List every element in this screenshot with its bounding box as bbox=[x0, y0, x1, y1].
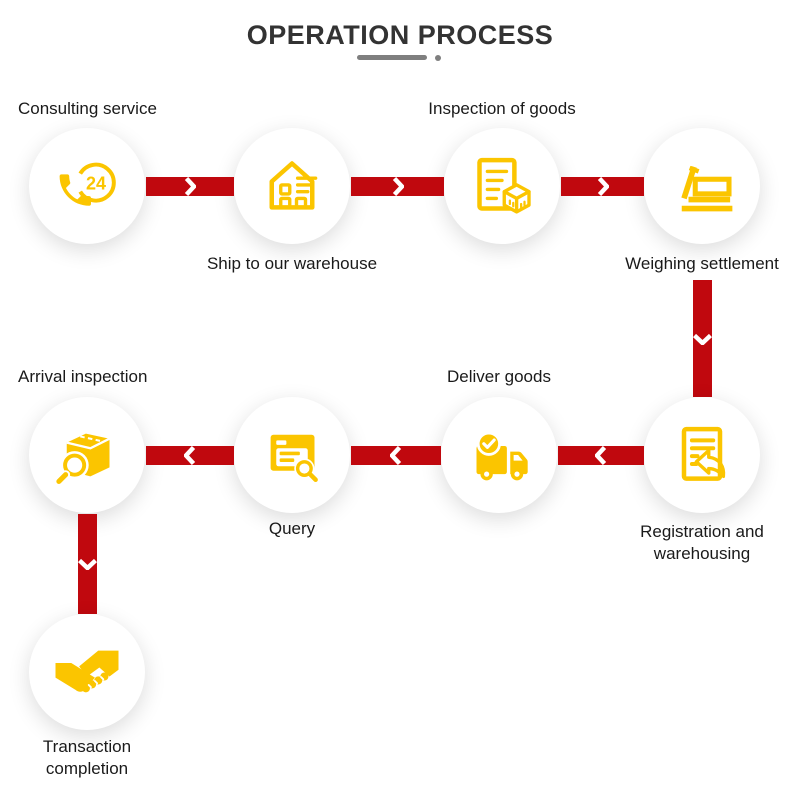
page-title: OPERATION PROCESS bbox=[246, 20, 554, 50]
step-label-query: Query bbox=[268, 519, 316, 538]
step-circle-deliver-goods bbox=[441, 397, 557, 513]
delivery-truck-check-icon bbox=[476, 431, 528, 481]
step-circle-arrival-inspection bbox=[29, 397, 145, 513]
window-magnifier-icon bbox=[270, 434, 318, 482]
chevron-right-icon bbox=[184, 177, 196, 196]
chevron-right-icon bbox=[597, 177, 609, 196]
step-circle-query bbox=[234, 397, 350, 513]
step-circle-weighing-settlement bbox=[644, 128, 760, 244]
title-underline-dot bbox=[435, 55, 441, 61]
step-circle-transaction-completion bbox=[29, 614, 145, 730]
chevron-down-icon bbox=[78, 558, 97, 570]
step-label-transaction-completion: Transaction completion bbox=[42, 737, 132, 779]
chevron-left-icon bbox=[390, 446, 402, 465]
step-label-registration-warehousing: Registration and warehousing bbox=[640, 522, 764, 564]
handshake-icon bbox=[55, 650, 119, 693]
flow-arrow-1-2 bbox=[146, 177, 234, 196]
flow-arrow-4-5 bbox=[693, 280, 712, 397]
flow-arrow-5-6 bbox=[558, 446, 644, 465]
package-magnifier-icon bbox=[54, 433, 111, 486]
weighbridge-scale-icon bbox=[681, 165, 733, 212]
chevron-left-icon bbox=[595, 446, 607, 465]
step-label-weighing-settlement: Weighing settlement bbox=[625, 254, 779, 273]
step-circle-ship-to-warehouse bbox=[234, 128, 350, 244]
step-circle-consulting-service: 24 bbox=[29, 128, 145, 244]
step-circle-inspection-of-goods bbox=[444, 128, 560, 244]
step-label-deliver-goods: Deliver goods bbox=[447, 367, 551, 386]
flow-arrow-6-7 bbox=[351, 446, 441, 465]
step-circle-registration-warehousing bbox=[644, 397, 760, 513]
step-label-ship-to-warehouse: Ship to our warehouse bbox=[206, 254, 378, 273]
flow-arrow-7-8 bbox=[146, 446, 234, 465]
chevron-down-icon bbox=[693, 333, 712, 345]
step-label-inspection-of-goods: Inspection of goods bbox=[428, 99, 576, 118]
flow-arrow-3-4 bbox=[561, 177, 644, 196]
flow-arrow-8-9 bbox=[78, 514, 97, 614]
phone-24-icon: 24 bbox=[59, 162, 116, 206]
flow-arrow-2-3 bbox=[351, 177, 444, 196]
warehouse-house-icon bbox=[269, 161, 318, 210]
chevron-right-icon bbox=[392, 177, 404, 196]
chevron-left-icon bbox=[184, 446, 196, 465]
step-label-consulting-service: Consulting service bbox=[18, 99, 157, 118]
document-cube-icon bbox=[477, 157, 531, 214]
badge-24-text: 24 bbox=[86, 173, 106, 193]
document-return-arrow-icon bbox=[681, 426, 726, 481]
step-label-arrival-inspection: Arrival inspection bbox=[18, 367, 148, 386]
title-underline-bar bbox=[357, 55, 427, 60]
